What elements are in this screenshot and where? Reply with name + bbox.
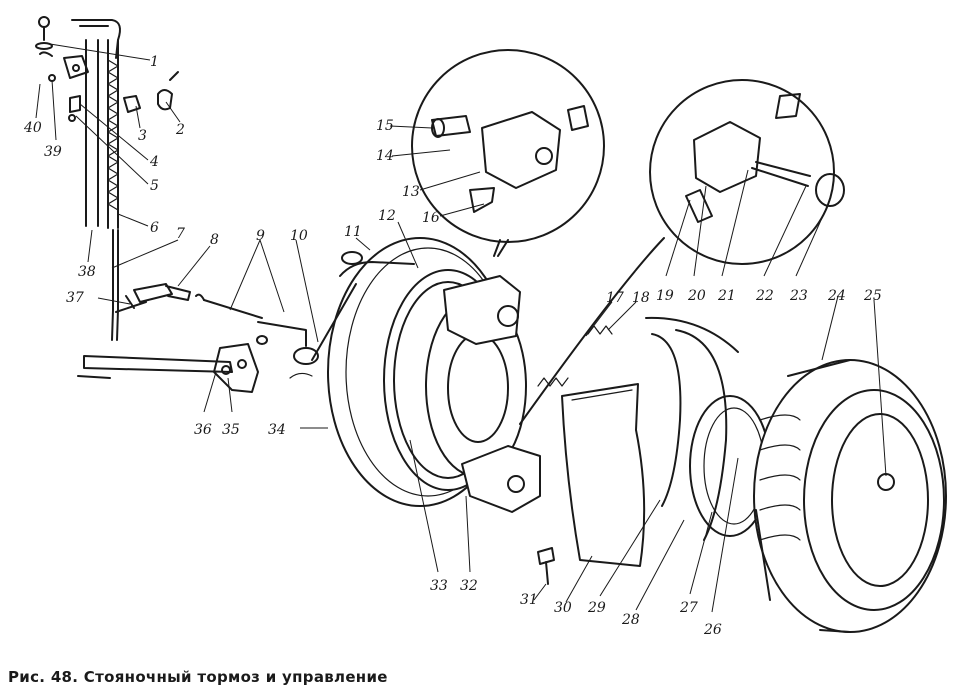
part-label-32: 32 [460, 578, 478, 594]
part-label-40: 40 [23, 120, 42, 136]
part-label-24: 24 [827, 288, 846, 304]
part-label-26: 26 [703, 622, 722, 638]
part-label-34: 34 [268, 422, 286, 438]
part-label-7: 7 [176, 226, 185, 242]
part-label-3: 3 [138, 128, 147, 144]
part-label-6: 6 [150, 220, 159, 236]
part-labels: 1 2 3 4 5 6 7 8 9 10 11 12 13 14 15 16 1… [23, 54, 882, 638]
part-label-12: 12 [378, 208, 396, 224]
part-label-13: 13 [402, 184, 420, 200]
part-label-11: 11 [344, 224, 362, 240]
part-label-17: 17 [606, 290, 624, 306]
part-label-38: 38 [78, 264, 96, 280]
part-label-8: 8 [210, 232, 219, 248]
part-label-18: 18 [632, 290, 650, 306]
part-label-23: 23 [789, 288, 808, 304]
diagram-drawing [35, 16, 947, 633]
part-label-39: 39 [44, 144, 62, 160]
part-label-36: 36 [194, 422, 212, 438]
part-label-15: 15 [376, 118, 394, 134]
part-label-16: 16 [422, 210, 440, 226]
part-label-29: 29 [587, 600, 606, 616]
leader-lines [35, 43, 887, 613]
part-label-14: 14 [376, 148, 394, 164]
part-label-27: 27 [679, 600, 698, 616]
part-label-35: 35 [222, 422, 240, 438]
part-label-28: 28 [621, 612, 640, 628]
part-label-2: 2 [175, 122, 185, 138]
part-label-4: 4 [149, 154, 159, 170]
part-label-10: 10 [290, 228, 308, 244]
part-label-25: 25 [863, 288, 882, 304]
part-label-31: 31 [520, 592, 538, 608]
part-label-33: 33 [430, 578, 448, 594]
part-label-19: 19 [656, 288, 674, 304]
part-label-9: 9 [256, 228, 265, 244]
part-label-37: 37 [66, 290, 84, 306]
figure-caption: Рис. 48. Стояночный тормоз и управление [8, 668, 388, 686]
part-label-1: 1 [150, 54, 159, 70]
part-label-20: 20 [687, 288, 706, 304]
part-label-22: 22 [755, 288, 774, 304]
part-label-5: 5 [150, 178, 159, 194]
part-label-21: 21 [717, 288, 736, 304]
part-label-30: 30 [554, 600, 572, 616]
